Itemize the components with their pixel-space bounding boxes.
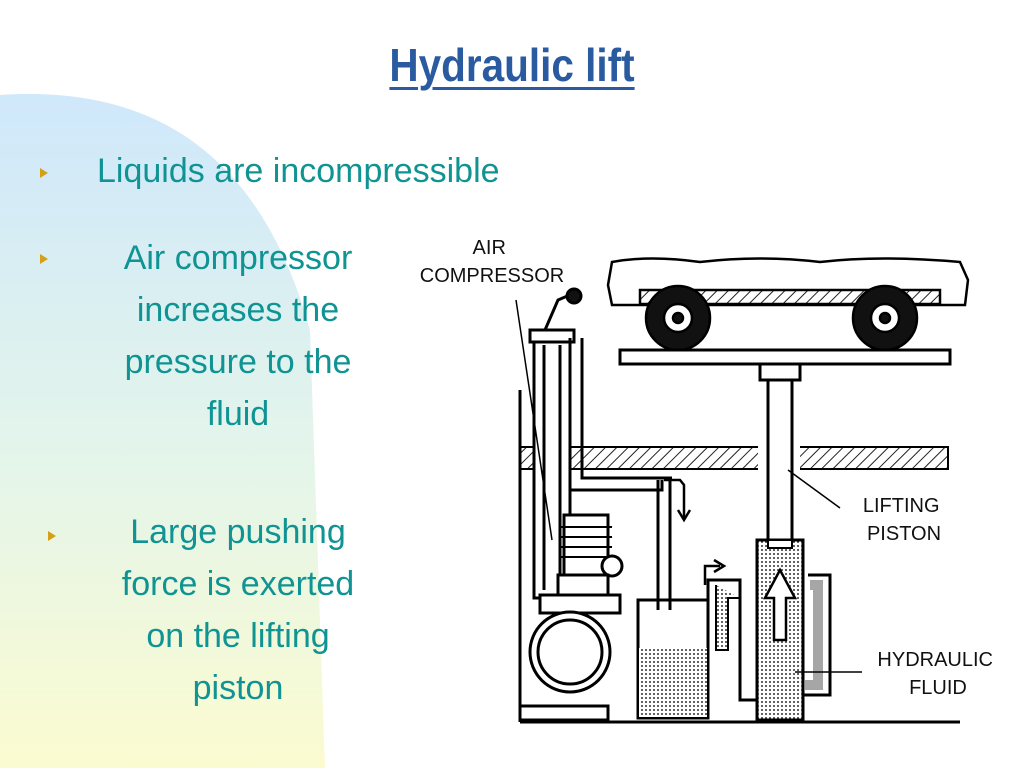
floor-slab [519,446,949,470]
bullet-2-line: fluid [206,395,270,433]
label-piston-line: PISTON [867,523,941,545]
label-hydraulic-fluid: HYDRAULIC FLUID [877,649,998,699]
label-compressor-line: COMPRESSOR [420,265,564,287]
label-air-line: AIR [473,237,506,259]
bullet-2-line: increases the [136,291,340,329]
bullet-1-text: Liquids are incompressible [97,152,500,190]
bullet-3-line: force is exerted [121,565,355,603]
car-illustration [606,257,970,352]
hydraulic-lift-diagram: AIR COMPRESSOR LIFTING PISTON HYDRAULIC … [420,237,998,724]
bullet-arrow-icon [40,254,48,264]
pipes [656,480,832,702]
bullet-3-line: on the lifting [146,617,330,655]
bullet-2-text: Air compressor increases the pressure to… [88,232,388,440]
up-arrow-icon [762,567,798,642]
bullet-arrow-icon [40,168,48,178]
label-fluid-line: FLUID [909,677,967,699]
label-lifting-line: LIFTING [863,495,940,517]
bullet-3-text: Large pushing force is exerted on the li… [88,506,388,714]
slide-title: Hydraulic lift [389,39,635,91]
bullet-3-line: piston [192,669,284,707]
air-compressor [518,287,672,722]
label-air-compressor: AIR COMPRESSOR [420,237,564,287]
flow-arrow-icon [664,478,727,585]
lift-platform [618,348,952,366]
bullet-arrow-icon [48,531,56,541]
label-lifting-piston: LIFTING PISTON [863,495,945,545]
bullet-2-line: pressure to the [124,343,352,381]
bullet-2-line: Air compressor [123,239,353,277]
pit-walls [518,390,960,724]
label-hydraulic-line: HYDRAULIC [877,649,993,671]
bullet-3-line: Large pushing [130,513,346,551]
